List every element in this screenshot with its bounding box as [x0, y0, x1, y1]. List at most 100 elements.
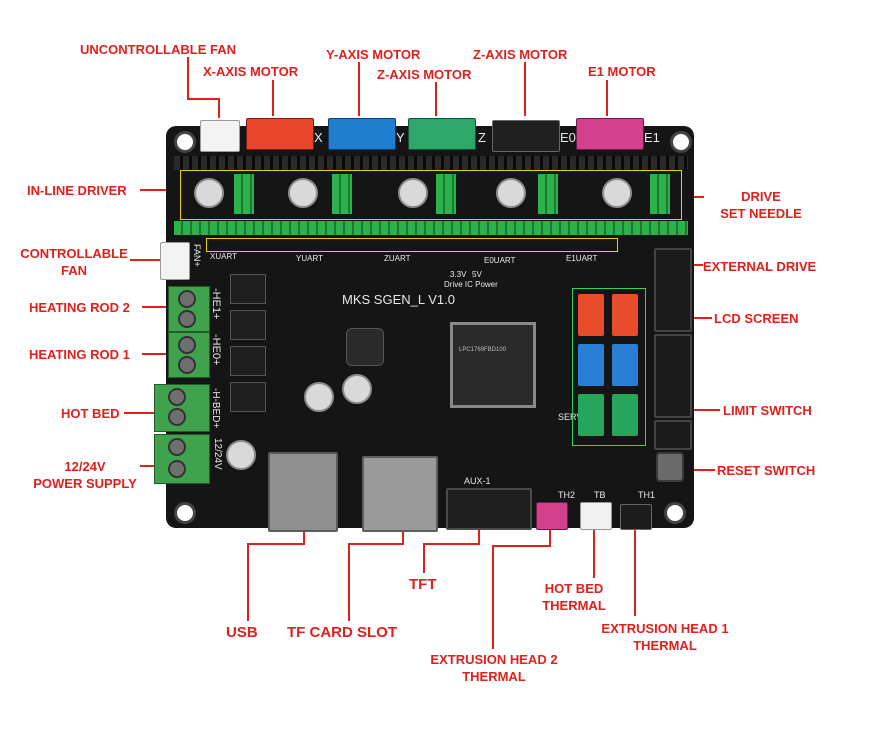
endstop-y-min[interactable] — [578, 344, 604, 386]
silk-5v: 5V — [472, 270, 482, 279]
label-limit-switch: LIMIT SWITCH — [723, 403, 812, 418]
cap-main-1 — [304, 382, 334, 412]
main-mcu: LPC1769FBD100 — [450, 322, 536, 408]
endstop-z-max[interactable] — [612, 394, 638, 436]
silk-x: X — [314, 130, 323, 145]
connector-uncontrollable-fan[interactable] — [200, 120, 240, 152]
label-controllable-line2: FAN — [61, 263, 87, 278]
connector-e1-motor[interactable] — [576, 118, 644, 150]
label-hbt-line1: HOT BED — [544, 581, 604, 596]
label-power-line2: POWER SUPPLY — [33, 476, 137, 491]
silk-z: Z — [478, 130, 486, 145]
board-name: MKS SGEN_L V1.0 — [342, 292, 455, 307]
jumper-block-5[interactable] — [650, 174, 670, 214]
driver-socket-row-bottom — [174, 221, 688, 235]
label-eh1-line1: EXTRUSION HEAD 1 — [601, 621, 729, 636]
leader-uncontrollable-fan-v — [218, 98, 220, 118]
label-external-drive: EXTERNAL DRIVE — [703, 259, 817, 274]
label-hbt-line2: THERMAL — [542, 598, 606, 613]
silk-e1uart: E1UART — [566, 254, 598, 263]
silk-zuart: ZUART — [384, 254, 411, 263]
label-usb: USB — [226, 624, 258, 641]
jumper-block-3[interactable] — [436, 174, 456, 214]
leader-eh1 — [634, 528, 636, 616]
leader-hbt — [593, 528, 595, 578]
silk-aux1: AUX-1 — [464, 476, 491, 486]
cap-main-2 — [342, 374, 372, 404]
label-heating-rod-2: HEATING ROD 2 — [29, 300, 130, 315]
label-controllable-fan: CONTROLLABLE FAN — [15, 245, 133, 279]
connector-x-motor[interactable] — [246, 118, 314, 150]
leader-lcd-screen — [690, 317, 712, 319]
label-reset-switch: RESET SWITCH — [717, 463, 816, 478]
leader-x-motor — [272, 80, 274, 116]
jumper-block-4[interactable] — [538, 174, 558, 214]
endstop-y-max[interactable] — [612, 344, 638, 386]
silk-bed: -H-BED+ — [210, 388, 221, 429]
connector-e0-motor[interactable] — [492, 120, 560, 152]
connector-controllable-fan[interactable] — [160, 242, 190, 280]
leader-heating-rod-1 — [142, 353, 168, 355]
label-drive-line2: SET NEEDLE — [720, 206, 802, 221]
leader-hot-bed — [124, 412, 154, 414]
silk-drive-ic-power: Drive IC Power — [444, 280, 498, 289]
label-eh1-line2: THERMAL — [633, 638, 697, 653]
silk-e1: E1 — [644, 130, 660, 145]
endstop-x-min[interactable] — [578, 294, 604, 336]
connector-y-motor[interactable] — [328, 118, 396, 150]
leader-usb-h — [247, 543, 305, 545]
leader-eh2-v1 — [549, 528, 551, 546]
lcd-header-exp2[interactable] — [654, 334, 692, 418]
leader-y-motor — [358, 62, 360, 116]
lcd-header-exp1[interactable] — [654, 248, 692, 332]
label-controllable-line1: CONTROLLABLE — [20, 246, 128, 261]
endstop-x-max[interactable] — [612, 294, 638, 336]
leader-tf-h — [348, 543, 404, 545]
silk-th2: TH2 — [558, 490, 576, 500]
mount-hole-bl — [174, 502, 196, 524]
connector-extrusion-head-1-thermal[interactable] — [620, 504, 652, 530]
screw-bed-a — [168, 388, 186, 406]
label-eh2-line2: THERMAL — [462, 669, 526, 684]
silk-servo: SERVO — [558, 412, 590, 422]
connector-z-motor[interactable] — [408, 118, 476, 150]
leader-controllable-fan — [130, 259, 160, 261]
mount-hole-tr — [670, 131, 692, 153]
label-z-axis-motor-2: Z-AXIS MOTOR — [473, 47, 568, 62]
screw-pwr-a — [168, 438, 186, 456]
jumper-block-1[interactable] — [234, 174, 254, 214]
label-extrusion-head-2-thermal: EXTRUSION HEAD 2 THERMAL — [420, 651, 568, 685]
tft-connector[interactable] — [446, 488, 532, 530]
screw-he1-b — [178, 310, 196, 328]
leader-in-line-driver — [140, 189, 180, 191]
usb-port[interactable] — [268, 452, 338, 532]
silk-th1: TH1 — [638, 490, 656, 500]
leader-eh2-v2 — [492, 545, 494, 649]
mosfet-4 — [230, 382, 266, 412]
driver-cap-2 — [288, 178, 318, 208]
mainboard: X Y Z E0 E1 XUART YUART ZUART E0UART E1U… — [154, 118, 694, 532]
external-drive-outline — [206, 238, 618, 252]
label-heating-rod-1: HEATING ROD 1 — [29, 347, 130, 362]
label-hot-bed-thermal: HOT BED THERMAL — [532, 580, 616, 614]
reset-switch[interactable] — [656, 452, 684, 482]
label-lcd-screen: LCD SCREEN — [714, 311, 799, 326]
lcd-header-exp3[interactable] — [654, 420, 692, 450]
endstop-z-min[interactable] — [578, 394, 604, 436]
leader-z-motor-1 — [435, 82, 437, 116]
leader-usb-v1 — [303, 530, 305, 544]
tf-card-slot[interactable] — [362, 456, 438, 532]
mount-hole-br — [664, 502, 686, 524]
label-e1-motor: E1 MOTOR — [588, 64, 656, 79]
connector-hot-bed-thermal[interactable] — [580, 502, 612, 530]
connector-extrusion-head-2-thermal[interactable] — [536, 502, 568, 530]
label-drive-line1: DRIVE — [741, 189, 781, 204]
leader-heating-rod-2 — [142, 306, 168, 308]
leader-tft-v2 — [423, 543, 425, 573]
driver-socket-row-top — [174, 156, 688, 170]
label-extrusion-head-1-thermal: EXTRUSION HEAD 1 THERMAL — [592, 620, 738, 654]
silk-fan: FAN+ — [192, 244, 202, 267]
jumper-block-2[interactable] — [332, 174, 352, 214]
silk-tb: TB — [594, 490, 606, 500]
label-eh2-line1: EXTRUSION HEAD 2 — [430, 652, 558, 667]
